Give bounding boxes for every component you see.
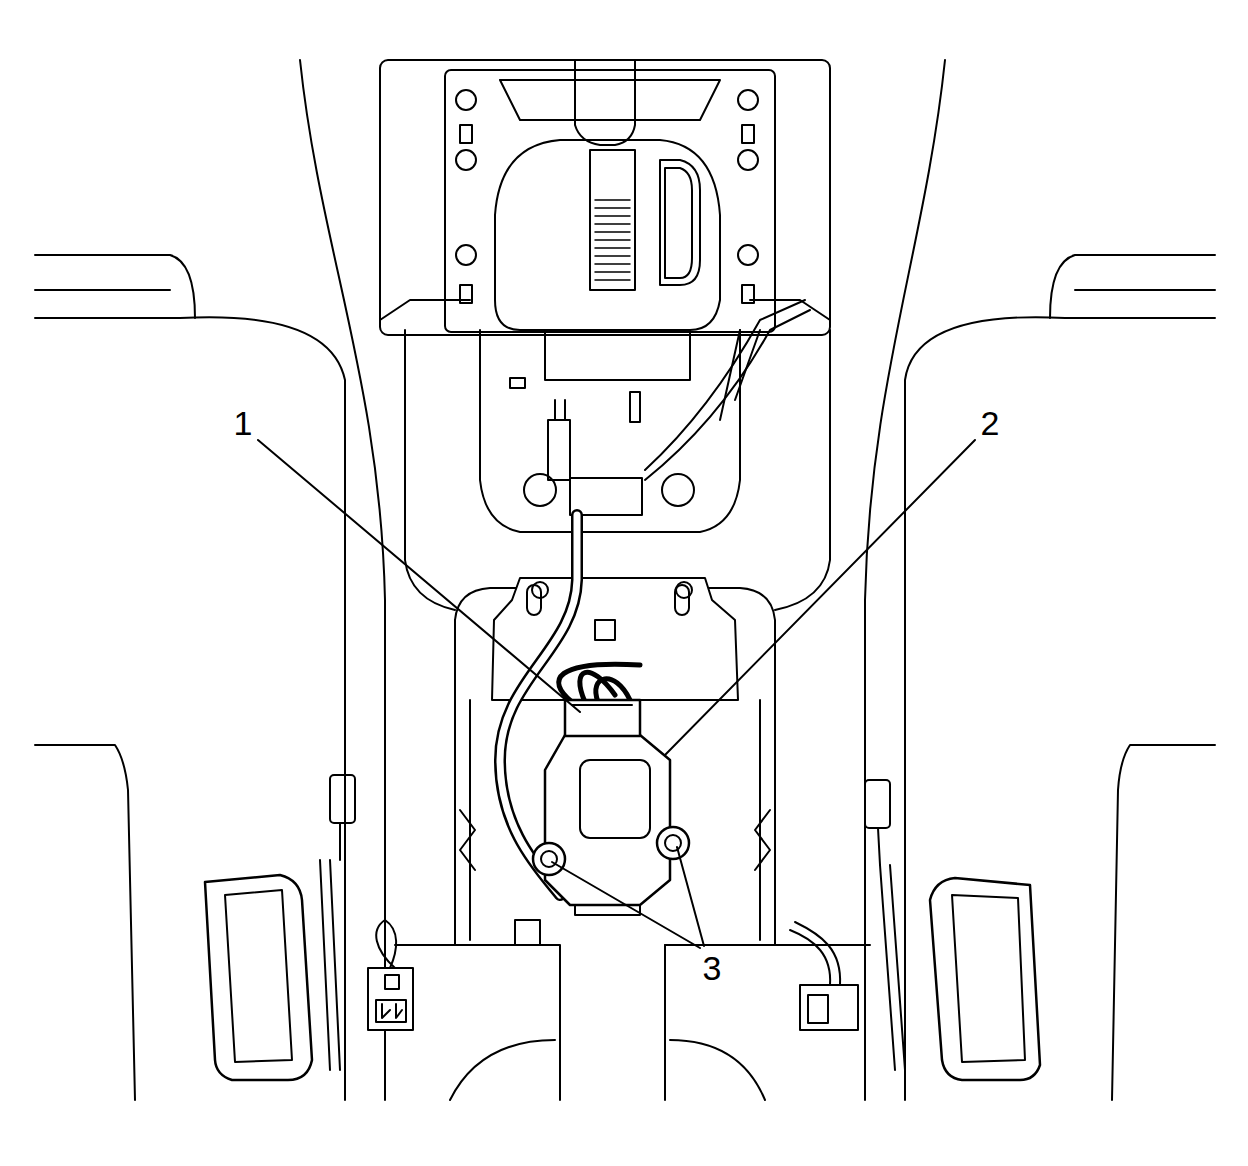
callout-number: 1 [232,406,255,440]
callout-number: 3 [701,951,724,985]
callout-number: 2 [979,406,1002,440]
